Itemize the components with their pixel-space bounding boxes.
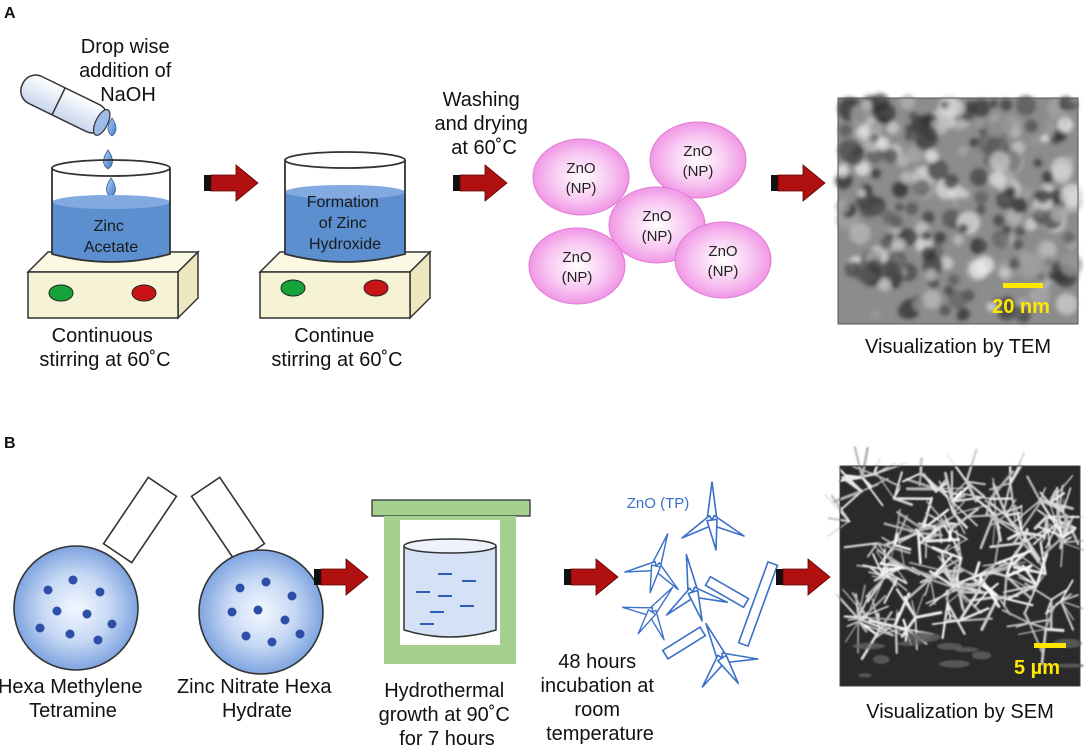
tetrapod-icon xyxy=(681,481,745,551)
arrow-icon xyxy=(204,164,259,202)
tetrapod-icon xyxy=(701,622,759,688)
nanoparticle-label: ZnO(NP) xyxy=(683,143,714,180)
autoclave xyxy=(371,499,531,664)
tem-scale-label: 20 nm xyxy=(992,296,1050,318)
sem-micrograph: 5 µm xyxy=(824,446,1084,687)
beaker1-content-label: Zinc Acetate xyxy=(84,218,138,256)
sem-scale-label: 5 µm xyxy=(1014,657,1060,679)
pipette-icon xyxy=(20,74,111,136)
arrow-icon xyxy=(453,164,508,202)
beaker2-content-label: Formation of Zinc Hydroxide xyxy=(307,194,383,253)
incubation-caption: 48 hours incubation at room temperature xyxy=(541,651,660,745)
panel-a-letter: A xyxy=(4,5,16,22)
zno-tetrapods xyxy=(621,481,779,688)
nanoparticle-label: ZnO(NP) xyxy=(562,249,593,286)
arrow-icon xyxy=(771,164,826,202)
tem-micrograph: 20 nm xyxy=(834,93,1084,325)
zno-nanoparticles: ZnO(NP) ZnO(NP) ZnO(NP) ZnO(NP) ZnO(NP) xyxy=(528,121,772,305)
tetrapod-label: ZnO (TP) xyxy=(627,495,690,512)
nanorod-icon xyxy=(661,625,707,661)
tetrapod-icon xyxy=(621,586,674,641)
flask1-caption: Hexa Methylene Tetramine xyxy=(0,676,148,722)
flask-hexamethylene-tetramine xyxy=(13,476,178,671)
naoh-label: Drop wise addition of NaOH xyxy=(79,36,177,106)
nanoparticle: ZnO(NP) xyxy=(528,227,626,305)
flask2-caption: Zinc Nitrate Hexa Hydrate xyxy=(177,676,337,722)
beaker2-caption: Continue stirring at 60˚C xyxy=(271,325,402,371)
panel-b-letter: B xyxy=(4,435,16,452)
nanoparticle-label: ZnO(NP) xyxy=(642,208,673,245)
beaker-zinc-hydroxide xyxy=(284,151,406,263)
nanoparticle-label: ZnO(NP) xyxy=(708,243,739,280)
nanorod-icon xyxy=(704,575,750,609)
nanoparticle: ZnO(NP) xyxy=(649,121,747,199)
sem-scale-bar xyxy=(1034,643,1066,648)
washing-label: Washing and drying at 60˚C xyxy=(435,89,534,159)
nanoparticle: ZnO(NP) xyxy=(674,221,772,299)
arrow-icon xyxy=(776,558,831,596)
autoclave-caption: Hydrothermal growth at 90˚C for 7 hours xyxy=(379,680,516,750)
beaker1-caption: Continuous stirring at 60˚C xyxy=(39,325,170,371)
drops-icon xyxy=(103,117,117,198)
flask-zinc-nitrate xyxy=(190,476,324,675)
arrow-icon xyxy=(564,558,619,596)
tetrapod-icon xyxy=(665,553,729,622)
process-arrows xyxy=(204,164,831,596)
arrow-icon xyxy=(314,558,369,596)
tetrapod-icon xyxy=(624,533,679,594)
nanoparticle-label: ZnO(NP) xyxy=(566,160,597,197)
beaker-zinc-acetate xyxy=(51,159,171,263)
nanorod-icon xyxy=(737,560,779,648)
sem-caption: Visualization by SEM xyxy=(866,701,1054,723)
nanoparticle: ZnO(NP) xyxy=(532,138,630,216)
tem-scale-bar xyxy=(1003,283,1043,288)
tem-caption: Visualization by TEM xyxy=(865,336,1051,358)
